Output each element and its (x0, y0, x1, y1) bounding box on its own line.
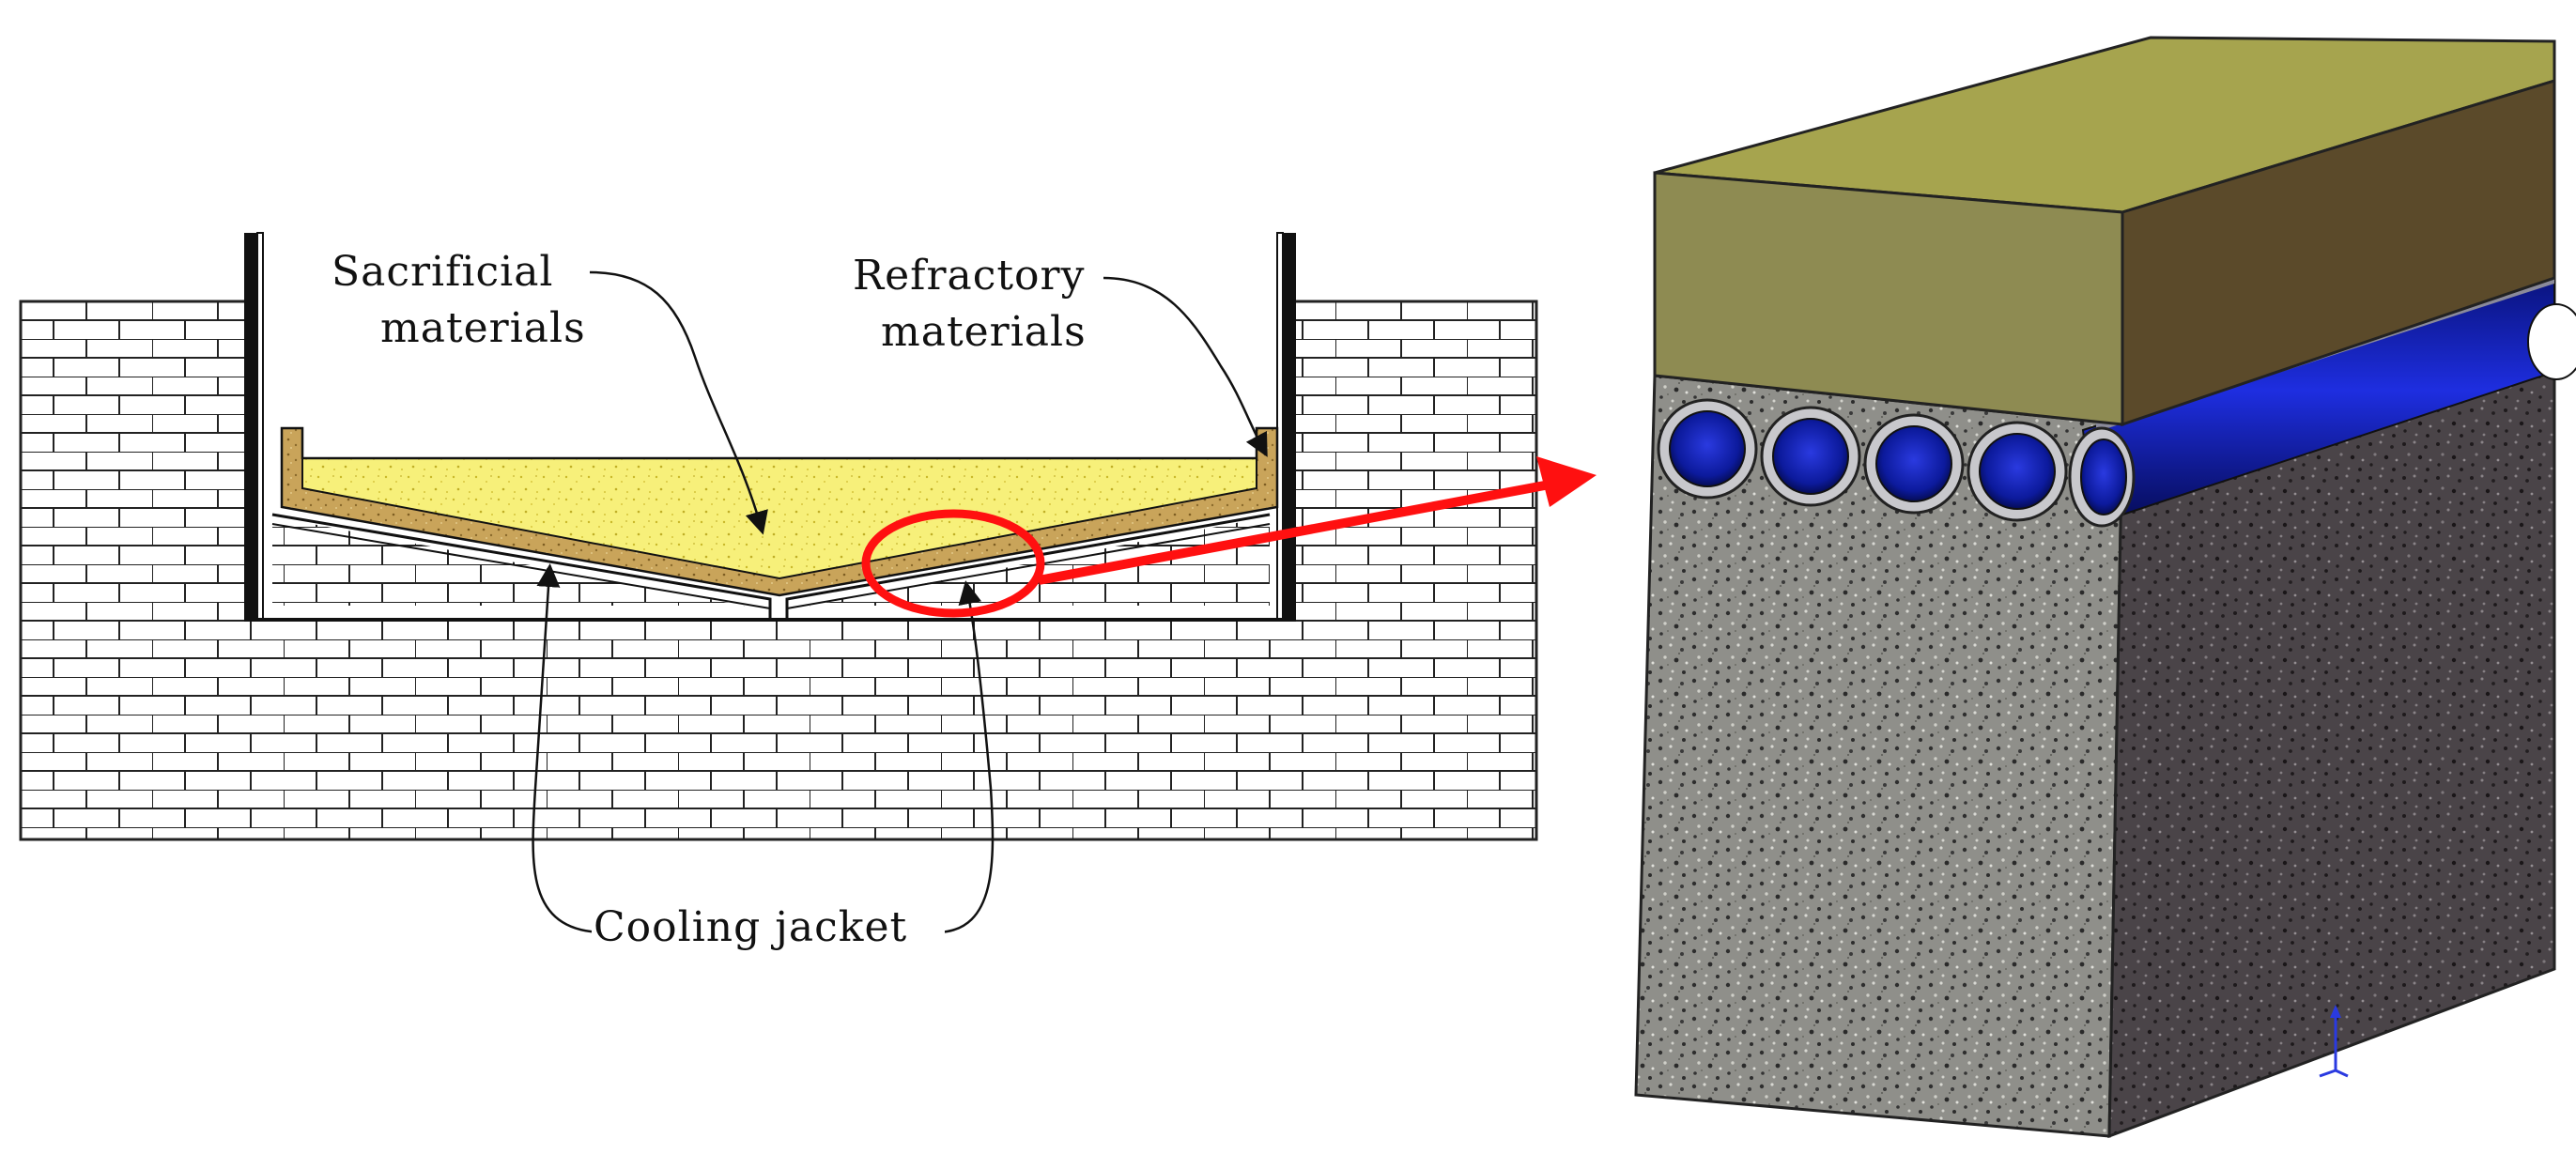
highlight-ellipse (861, 509, 1045, 618)
cooling-jacket-leader-left (532, 563, 602, 934)
sacrificial-label-line2: materials (380, 304, 586, 352)
right-steel-wall (1283, 233, 1296, 620)
cooling-jacket-label: Cooling jacket (594, 903, 907, 951)
left-steel-wall (244, 233, 257, 620)
cooling-jacket-leader-right (938, 580, 995, 934)
red-arrow-icon (1038, 456, 1597, 585)
cross-section-diagram: Sacrificial materials Refractory materia… (19, 232, 1597, 954)
refractory-label-line1: Refractory (853, 252, 1085, 300)
top-slab-side-face (2121, 78, 2556, 427)
refractory-leader (1103, 276, 1268, 457)
inner-brick (272, 516, 1270, 610)
refractory-label-line2: materials (881, 308, 1087, 356)
block-3d-detail (1634, 36, 2576, 1139)
cooling-pipes (1657, 398, 2136, 528)
sacrificial-leader (589, 270, 768, 535)
axis-triad-icon (2319, 1005, 2349, 1078)
cooling-jacket-line (271, 513, 1271, 622)
sacrificial-label-line1: Sacrificial (332, 248, 554, 296)
